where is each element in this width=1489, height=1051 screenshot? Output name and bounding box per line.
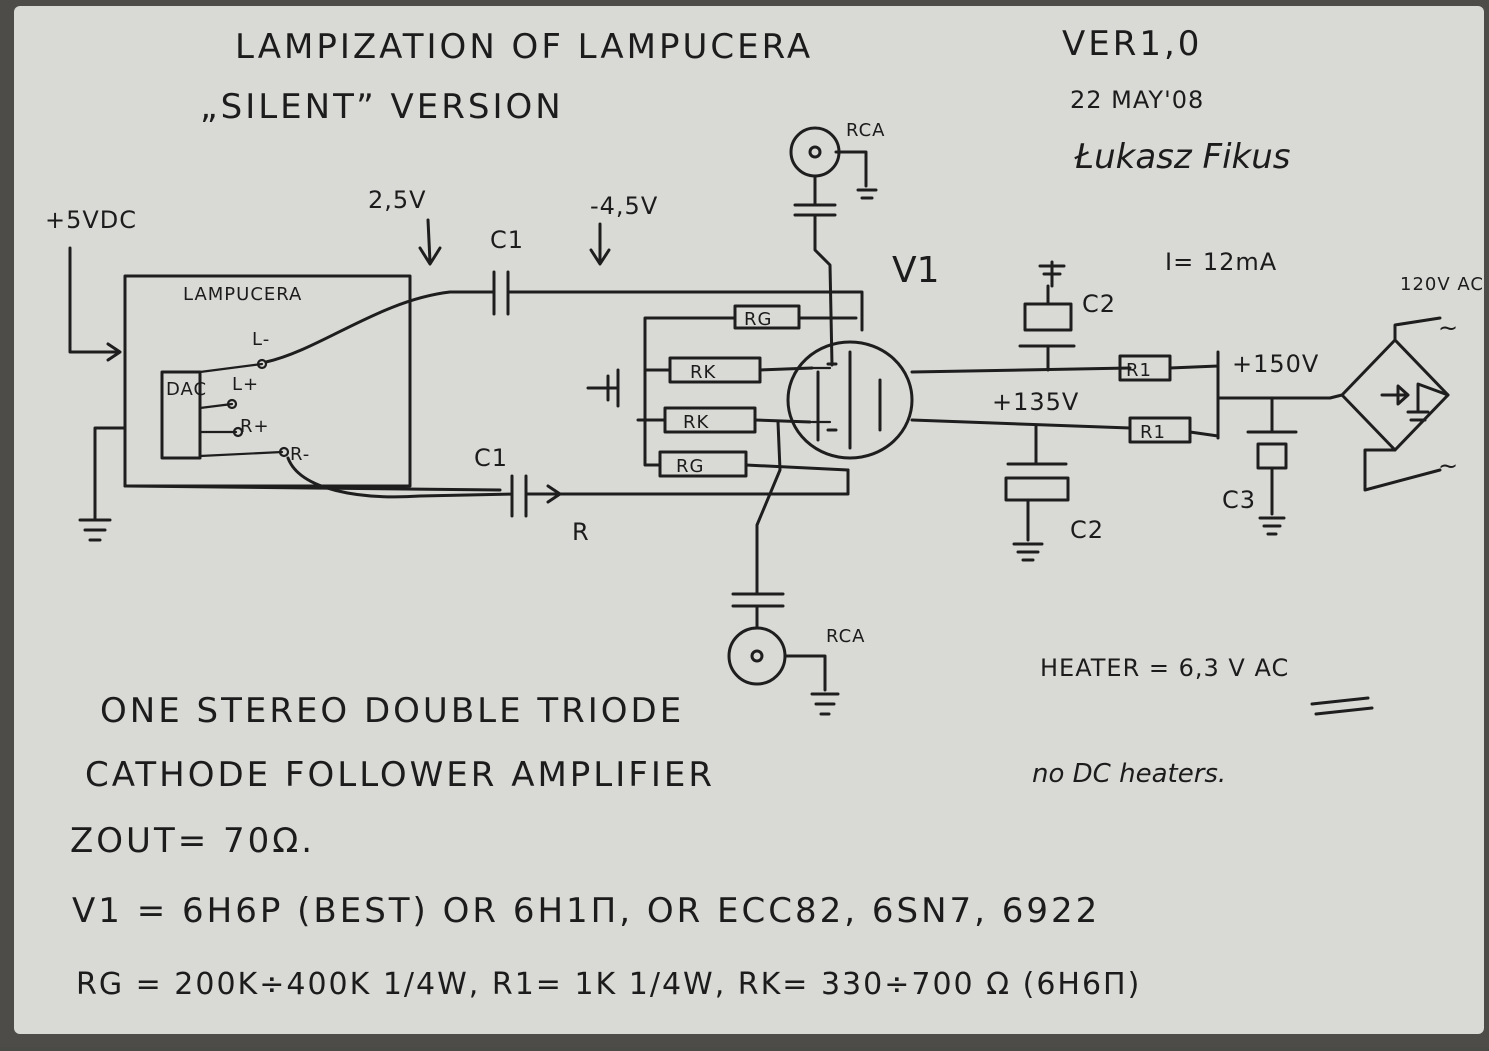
c1-top bbox=[264, 270, 864, 364]
pin-rminus-dot bbox=[278, 446, 290, 458]
r1-bottom bbox=[1128, 416, 1192, 444]
pin-rplus: R+ bbox=[240, 416, 270, 437]
note-5: RG = 200K÷400K 1/4W, R1= 1K 1/4W, RK= 33… bbox=[76, 967, 1141, 1002]
title: LAMPIZATION OF LAMPUCERA bbox=[235, 27, 813, 67]
c2-bottom-ground bbox=[1012, 498, 1044, 562]
rca-bottom-label: RCA bbox=[826, 626, 866, 647]
pin-lplus-dot bbox=[226, 398, 238, 410]
heater-spec: HEATER = 6,3 V AC bbox=[1040, 654, 1289, 682]
c3-plate bbox=[1246, 396, 1298, 434]
bridge-wiring bbox=[1328, 316, 1450, 492]
r-input-label: R bbox=[572, 518, 590, 546]
rg-bottom-label: RG bbox=[676, 456, 704, 477]
note-2: CATHODE FOLLOWER AMPLIFIER bbox=[85, 755, 715, 795]
pin-lplus: L+ bbox=[232, 374, 259, 395]
pin-lminus-dot bbox=[256, 358, 268, 370]
c2-top-ground bbox=[1038, 260, 1066, 288]
lampucera-label: LAMPUCERA bbox=[183, 284, 302, 305]
note-1: ONE STEREO DOUBLE TRIODE bbox=[100, 691, 684, 731]
dac-box bbox=[160, 370, 202, 460]
rk-top-label: RK bbox=[690, 362, 717, 383]
date: 22 MAY'08 bbox=[1070, 86, 1204, 114]
rca-top-pin bbox=[808, 145, 822, 159]
rca-top-label: RCA bbox=[846, 120, 886, 141]
mains-label: 120V AC bbox=[1400, 274, 1484, 295]
dac-label: DAC bbox=[166, 379, 207, 400]
c1-bottom-label: C1 bbox=[474, 444, 508, 472]
c2-bottom bbox=[1004, 476, 1070, 502]
c2-bottom-plate bbox=[1006, 424, 1068, 466]
diode-symbol bbox=[1380, 384, 1410, 406]
subtitle: „SILENT” VERSION bbox=[200, 87, 564, 127]
supply-wire bbox=[68, 246, 120, 354]
arrow-dac-out bbox=[418, 218, 442, 266]
note-4: V1 = 6H6P (BEST) OR 6H1П, OR ECC82, 6SN7… bbox=[72, 891, 1100, 931]
supply-label: +5VDC bbox=[45, 206, 137, 234]
voltage-bplus: +150V bbox=[1232, 350, 1319, 378]
v1-label: V1 bbox=[892, 250, 940, 291]
r1-top-label: R1 bbox=[1126, 360, 1152, 381]
c1-bottom bbox=[286, 456, 562, 518]
version: VER1,0 bbox=[1062, 24, 1202, 64]
current-label: I= 12mA bbox=[1165, 248, 1277, 276]
c3-ground bbox=[1258, 466, 1286, 536]
resistor-leads bbox=[744, 316, 858, 472]
r-input-wire bbox=[558, 468, 850, 496]
tube-v1 bbox=[786, 340, 914, 460]
pin-rplus-dot bbox=[232, 426, 244, 438]
supply-arrow bbox=[106, 342, 122, 362]
tube-grids bbox=[810, 366, 832, 424]
rg-top-label: RG bbox=[744, 309, 772, 330]
c2-bottom-label: C2 bbox=[1070, 516, 1104, 544]
ground-left bbox=[78, 426, 127, 542]
pin-lminus: L- bbox=[252, 329, 270, 350]
author: Łukasz Fikus bbox=[1074, 137, 1291, 177]
voltage-cathode: +135V bbox=[992, 388, 1079, 416]
tube-elements bbox=[816, 350, 882, 450]
dac-pin-wires bbox=[198, 362, 284, 458]
resistor-bus bbox=[586, 316, 737, 467]
rca-bottom-wiring bbox=[731, 420, 840, 716]
common-line bbox=[123, 484, 502, 492]
voltage-dac-out: 2,5V bbox=[368, 186, 427, 214]
c2-top-label: C2 bbox=[1082, 290, 1116, 318]
lampucera-box bbox=[123, 274, 412, 488]
c1-top-label: C1 bbox=[490, 226, 524, 254]
note-3: ZOUT= 70Ω. bbox=[70, 821, 315, 861]
ac-symbol-top: ~ bbox=[1438, 314, 1459, 342]
r1-leads bbox=[1168, 350, 1332, 440]
heater-underline bbox=[1310, 696, 1374, 716]
r1-bottom-label: R1 bbox=[1140, 422, 1166, 443]
voltage-after-cap: -4,5V bbox=[590, 192, 658, 220]
c2-top-leads bbox=[1018, 284, 1076, 372]
ac-symbol-bottom: ~ bbox=[1438, 452, 1459, 480]
tube-rail-wires bbox=[910, 366, 1132, 430]
c3-label: C3 bbox=[1222, 486, 1256, 514]
arrow-after-cap bbox=[589, 222, 611, 266]
heater-note: no DC heaters. bbox=[1032, 759, 1226, 789]
pin-rminus: R- bbox=[290, 444, 310, 465]
rk-bottom-label: RK bbox=[683, 412, 710, 433]
rca-top-wiring bbox=[793, 150, 878, 367]
rca-bottom-pin bbox=[750, 649, 764, 663]
paper bbox=[14, 6, 1484, 1034]
